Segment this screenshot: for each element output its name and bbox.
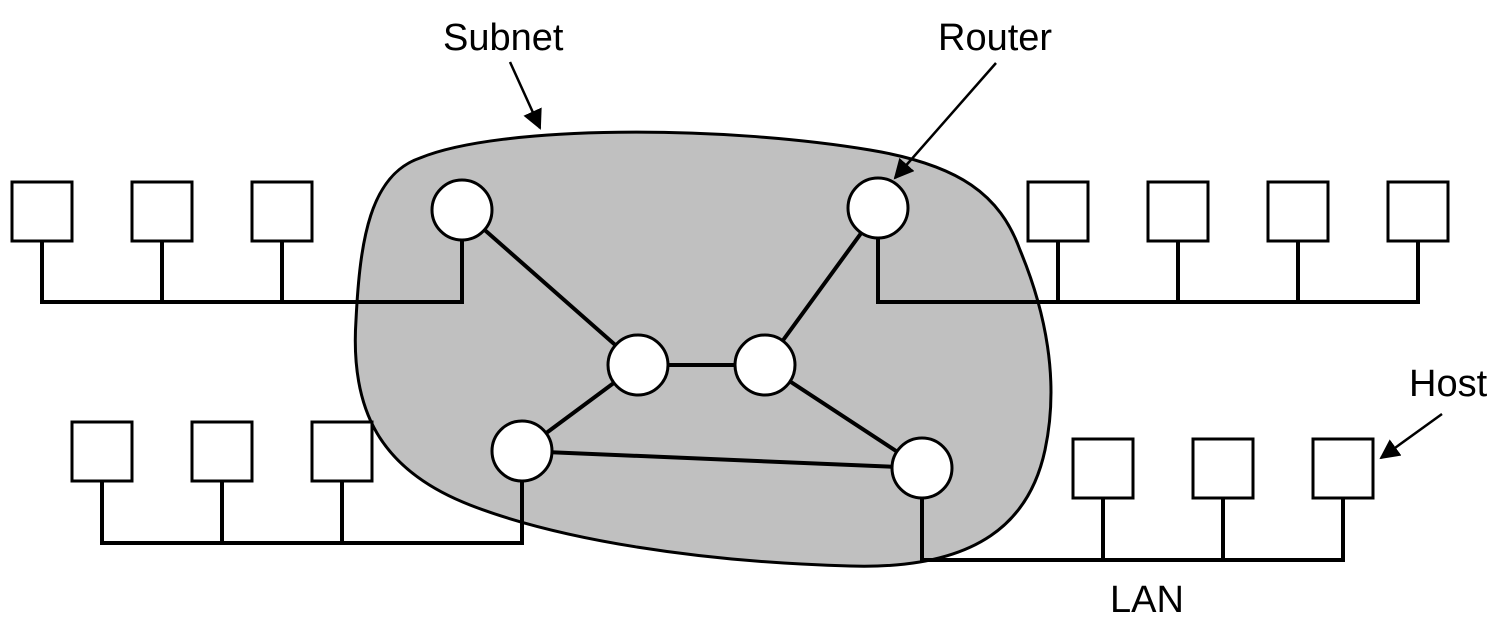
host-icon xyxy=(1191,437,1255,500)
router-icon xyxy=(606,333,670,397)
router-label: Router xyxy=(938,17,1052,59)
host-icon xyxy=(10,180,74,243)
subnet-label: Subnet xyxy=(443,17,564,59)
host-icon xyxy=(130,180,194,243)
lan-label: LAN xyxy=(1110,579,1184,621)
lan-top-left xyxy=(10,180,464,304)
router-icon xyxy=(430,178,494,242)
router-icon xyxy=(846,176,910,240)
host-icon xyxy=(70,420,134,483)
router-icon xyxy=(733,333,797,397)
host-icon xyxy=(190,420,254,483)
lan-bottom-left xyxy=(70,420,524,545)
router-pointer-arrow xyxy=(893,62,997,180)
host-icon xyxy=(1071,437,1135,500)
host-pointer-arrow xyxy=(1379,412,1443,460)
router-icon xyxy=(490,419,554,483)
host-icon xyxy=(250,180,314,243)
host-label: Host xyxy=(1409,363,1488,405)
router-icon xyxy=(890,436,954,500)
host-icon xyxy=(1266,180,1330,243)
lan-top-right xyxy=(876,180,1450,304)
subnet-pointer-arrow xyxy=(508,61,542,130)
host-icon xyxy=(1146,180,1210,243)
host-icon xyxy=(1026,180,1090,243)
host-icon xyxy=(1386,180,1450,243)
routers xyxy=(430,176,954,500)
lan-bottom-right xyxy=(920,437,1375,562)
host-icon xyxy=(310,420,374,483)
host-icon xyxy=(1311,437,1375,500)
